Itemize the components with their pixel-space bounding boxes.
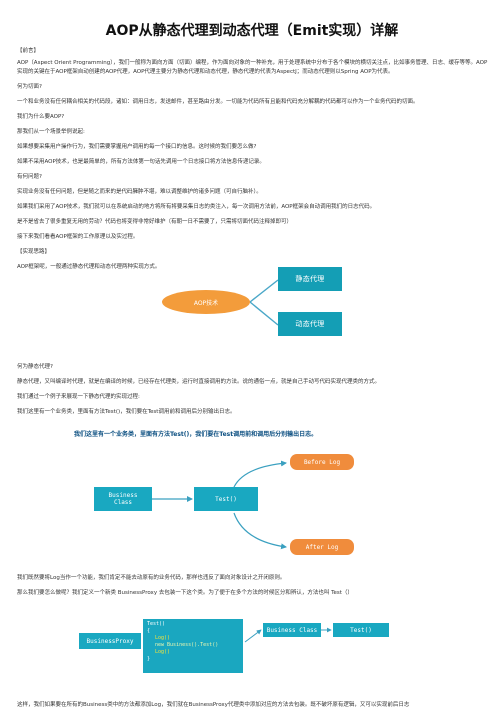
- diagram-arrows: [244, 627, 332, 643]
- diagram-arrows: [152, 460, 287, 550]
- arrow-proxy-to-business: [244, 629, 262, 643]
- paragraph-tail: 这样，我们如果要在所有的Business类中的方法都添加Log，我们就在Busi…: [17, 702, 410, 708]
- test-method-box: Test(): [333, 623, 389, 637]
- paragraph-scenario: 那我们从一个场景举例说起:: [17, 129, 85, 135]
- paragraph-approach: AOP框架呢，一般通过静态代理和动态代理两种实现方式。: [17, 264, 161, 270]
- business-class-label-line2: Class: [113, 499, 133, 506]
- article-body: 【前言】 AOP（Aspect Orient Programming），我们一般…: [17, 47, 490, 272]
- paragraph-business-proxy: 那么我们要怎么做呢？我们定义一个新类 BusinessProxy 去包装一下这个…: [17, 590, 353, 596]
- business-proxy-box: BusinessProxy: [79, 633, 141, 649]
- after-log-box: After Log: [290, 539, 354, 555]
- paragraph-aspect-definition: 一个和业务没有任何耦合相关的代码段，诸如：调用日志，发送邮件，甚至路由分发。一切…: [17, 99, 419, 105]
- paragraph-problem: 实现业务没有任何问题，但是随之而来的是代码臃肿不堪，难以调整维护的诸多问题（可自…: [17, 189, 262, 195]
- paragraph-next: 接下来我们看看AOP框架的工作原理以及实过程。: [17, 234, 139, 240]
- paragraph-example: 我们通过一个例子来展现一下静态代理的实现过程:: [17, 394, 140, 400]
- aop-technique-node: AOP技术: [162, 290, 250, 314]
- connector-to-dynamic: [249, 301, 279, 326]
- code-line-log-before: Log(): [155, 635, 171, 641]
- static-proxy-node: 静态代理: [278, 267, 342, 291]
- question-why-aop: 我们为什么要AOP?: [17, 114, 65, 120]
- dynamic-proxy-node: 动态代理: [278, 312, 342, 336]
- question-what-is-aspect: 何为切面?: [17, 84, 42, 90]
- question-problem: 有何问题?: [17, 174, 42, 180]
- section-heading-approach: 【实现思路】: [17, 249, 51, 255]
- article-body-low: 我们既然要将Log当作一个功能，我们肯定不能去动原有的业务代码，那样也违反了面向…: [17, 574, 490, 598]
- arrow-test-to-before: [233, 460, 287, 488]
- code-line-close-brace: }: [147, 656, 151, 662]
- business-proxy-diagram: BusinessProxy Test() { Log() new Busines…: [79, 619, 421, 673]
- code-line-open-brace: {: [147, 628, 151, 634]
- business-log-diagram: 我们这里有一个业务类，里面有方法Test()，我们要在Test调用前和调用后分别…: [74, 429, 402, 565]
- arrow-test-to-after: [233, 512, 287, 550]
- business-class-label-line1: Business: [108, 492, 138, 499]
- paragraph-intro: AOP（Aspect Orient Programming），我们一般称为面向方…: [17, 60, 488, 75]
- page-title: AOP从静态代理到动态代理（Emit实现）详解: [105, 23, 399, 39]
- aop-technique-diagram: AOP技术 静态代理 动态代理: [160, 263, 346, 339]
- paragraph-business-class: 我们这里有一个业务类，里面有方法Test()，我们要在Test调用前和调用后分别…: [17, 409, 236, 415]
- paragraph-collect: 如果想要采集用户操作行为，我们需要掌握用户调用的每一个接口的信息。这时候的我们要…: [17, 144, 257, 150]
- proxy-code-box: Test() { Log() new Business().Test() Log…: [143, 619, 243, 673]
- code-line-call-test: new Business().Test(): [155, 642, 219, 648]
- code-line-log-after: Log(): [155, 649, 171, 655]
- business-class-box: Business Class: [94, 487, 152, 511]
- connector-to-static: [249, 279, 279, 303]
- test-method-box: Test(): [194, 487, 258, 511]
- business-class-box: Business Class: [263, 623, 321, 637]
- article-body-mid: 何为静态代理? 静态代理，又叫编译时代理，就是在编译的时候，已经存在代理类，运行…: [17, 363, 490, 417]
- section-heading-preface: 【前言】: [17, 48, 40, 54]
- article-tail: 这样，我们如果要在所有的Business类中的方法都添加Log，我们就在Busi…: [17, 701, 487, 710]
- paragraph-open-close: 我们既然要将Log当作一个功能，我们肯定不能去动原有的业务代码，那样也违反了面向…: [17, 575, 286, 581]
- before-log-box: Before Log: [290, 454, 354, 470]
- question-what-is-static-proxy: 何为静态代理?: [17, 364, 53, 370]
- paragraph-no-aop: 如果不采用AOP技术，也是最简单的，所有方法体第一句话先调用一个日志接口将方法信…: [17, 159, 265, 165]
- code-line-signature: Test(): [147, 621, 166, 627]
- paragraph-static-proxy: 静态代理，又叫编译时代理，就是在编译的时候，已经存在代理类，运行时直接调用的方法…: [17, 379, 381, 385]
- diagram-caption: 我们这里有一个业务类，里面有方法Test()，我们要在Test调用前和调用后分别…: [74, 431, 318, 438]
- diagram-connectors: [249, 279, 279, 326]
- paragraph-benefit: 是不是省去了很多重复无用的劳动？代码也将变得非常好维护（有朝一日不需要了，只需将…: [17, 219, 293, 225]
- paragraph-with-aop: 如果我们采用了AOP技术，我们就可以在系统启动的地方将所有将要采集日志的类注入，…: [17, 204, 376, 210]
